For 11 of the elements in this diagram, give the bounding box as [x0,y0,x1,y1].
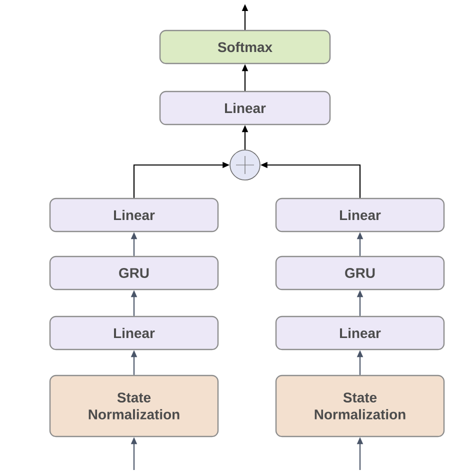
layer-box: Linear [275,198,445,232]
layer-box: Linear [275,316,445,350]
normalization-box: State Normalization [49,374,219,438]
layer-box: GRU [275,256,445,290]
layer-box: GRU [49,256,219,290]
layer-box: Linear [49,198,219,232]
layer-box: Linear [159,90,331,126]
sum-circle [230,150,260,180]
layer-box: Softmax [159,30,331,64]
normalization-box: State Normalization [275,374,445,438]
layer-box: Linear [49,316,219,350]
